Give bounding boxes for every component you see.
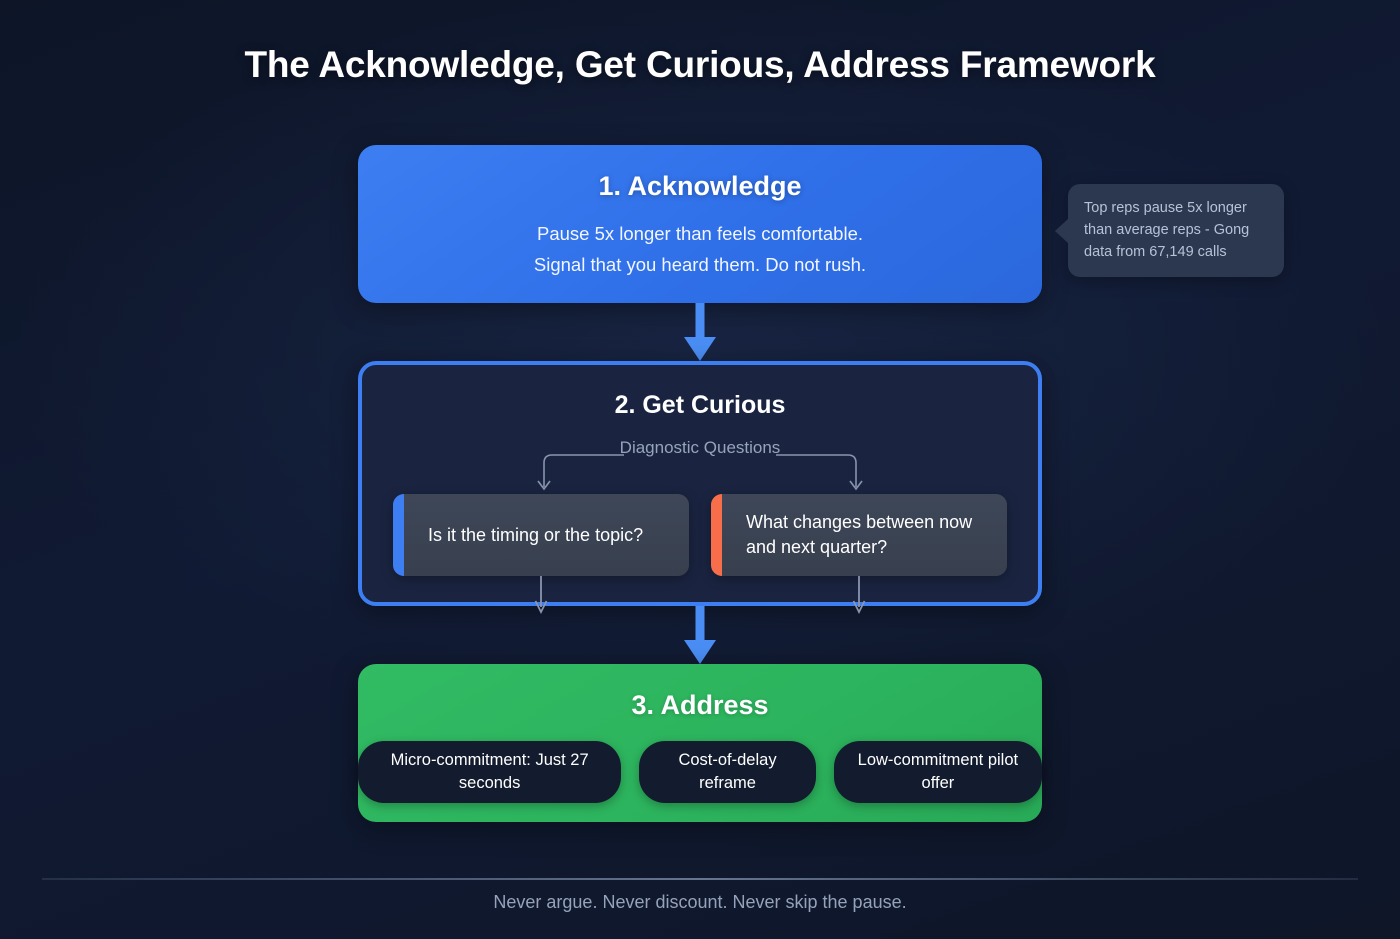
accent-bar-blue bbox=[393, 494, 404, 576]
accent-bar-orange bbox=[711, 494, 722, 576]
flow-arrow-2 bbox=[358, 606, 1042, 664]
flow-arrow-1 bbox=[358, 303, 1042, 361]
framework-flow: 1. Acknowledge Pause 5x longer than feel… bbox=[358, 145, 1042, 822]
diagnostic-question-list: Is it the timing or the topic? What chan… bbox=[362, 494, 1038, 576]
question-2-arrow-down-icon bbox=[852, 576, 866, 614]
acknowledge-line-2: Signal that you heard them. Do not rush. bbox=[533, 254, 867, 275]
diagnostic-question-2-text: What changes between now and next quarte… bbox=[746, 512, 973, 557]
diagnostic-question-1-text: Is it the timing or the topic? bbox=[428, 524, 644, 545]
diagnostic-branch-label: Diagnostic Questions bbox=[619, 438, 781, 457]
footer-divider bbox=[42, 878, 1358, 880]
diagnostic-question-1[interactable]: Is it the timing or the topic? bbox=[393, 494, 689, 576]
footer-note: Never argue. Never discount. Never skip … bbox=[493, 892, 907, 912]
acknowledge-callout: Top reps pause 5x longer than average re… bbox=[1055, 184, 1284, 277]
address-tactic-chip-3[interactable]: Low-commitment pilot offer bbox=[833, 741, 1042, 803]
step-card-acknowledge[interactable]: 1. Acknowledge Pause 5x longer than feel… bbox=[358, 145, 1042, 303]
address-tactic-chip-1[interactable]: Micro-commitment: Just 27 seconds bbox=[358, 741, 622, 803]
step-card-get-curious[interactable]: 2. Get Curious Diagnostic Questions Is i… bbox=[358, 361, 1042, 614]
acknowledge-callout-text: Top reps pause 5x longer than average re… bbox=[1084, 200, 1250, 260]
step-body-acknowledge: Pause 5x longer than feels comfortable. … bbox=[358, 218, 1042, 280]
step-card-address[interactable]: 3. Address Micro-commitment: Just 27 sec… bbox=[358, 664, 1042, 822]
step-heading-acknowledge: 1. Acknowledge bbox=[598, 171, 802, 201]
step-heading-get-curious: 2. Get Curious bbox=[614, 391, 786, 419]
address-tactic-list: Micro-commitment: Just 27 seconds Cost-o… bbox=[358, 741, 1042, 803]
question-outflow-arrows bbox=[362, 576, 1038, 616]
address-tactic-chip-2[interactable]: Cost-of-delay reframe bbox=[639, 741, 816, 803]
arrow-shaft bbox=[695, 303, 705, 343]
arrow-head-down-icon bbox=[684, 640, 716, 664]
diagnostic-branch: Diagnostic Questions bbox=[362, 438, 1038, 491]
page-title: The Acknowledge, Get Curious, Address Fr… bbox=[244, 44, 1156, 85]
arrow-shaft bbox=[695, 606, 705, 646]
question-1-arrow-down-icon bbox=[534, 576, 548, 614]
arrow-head-down-icon bbox=[684, 337, 716, 361]
callout-tail-icon bbox=[1055, 218, 1069, 244]
diagnostic-question-2[interactable]: What changes between now and next quarte… bbox=[711, 494, 1007, 576]
step-heading-address: 3. Address bbox=[631, 690, 769, 720]
acknowledge-line-1: Pause 5x longer than feels comfortable. bbox=[537, 223, 863, 244]
